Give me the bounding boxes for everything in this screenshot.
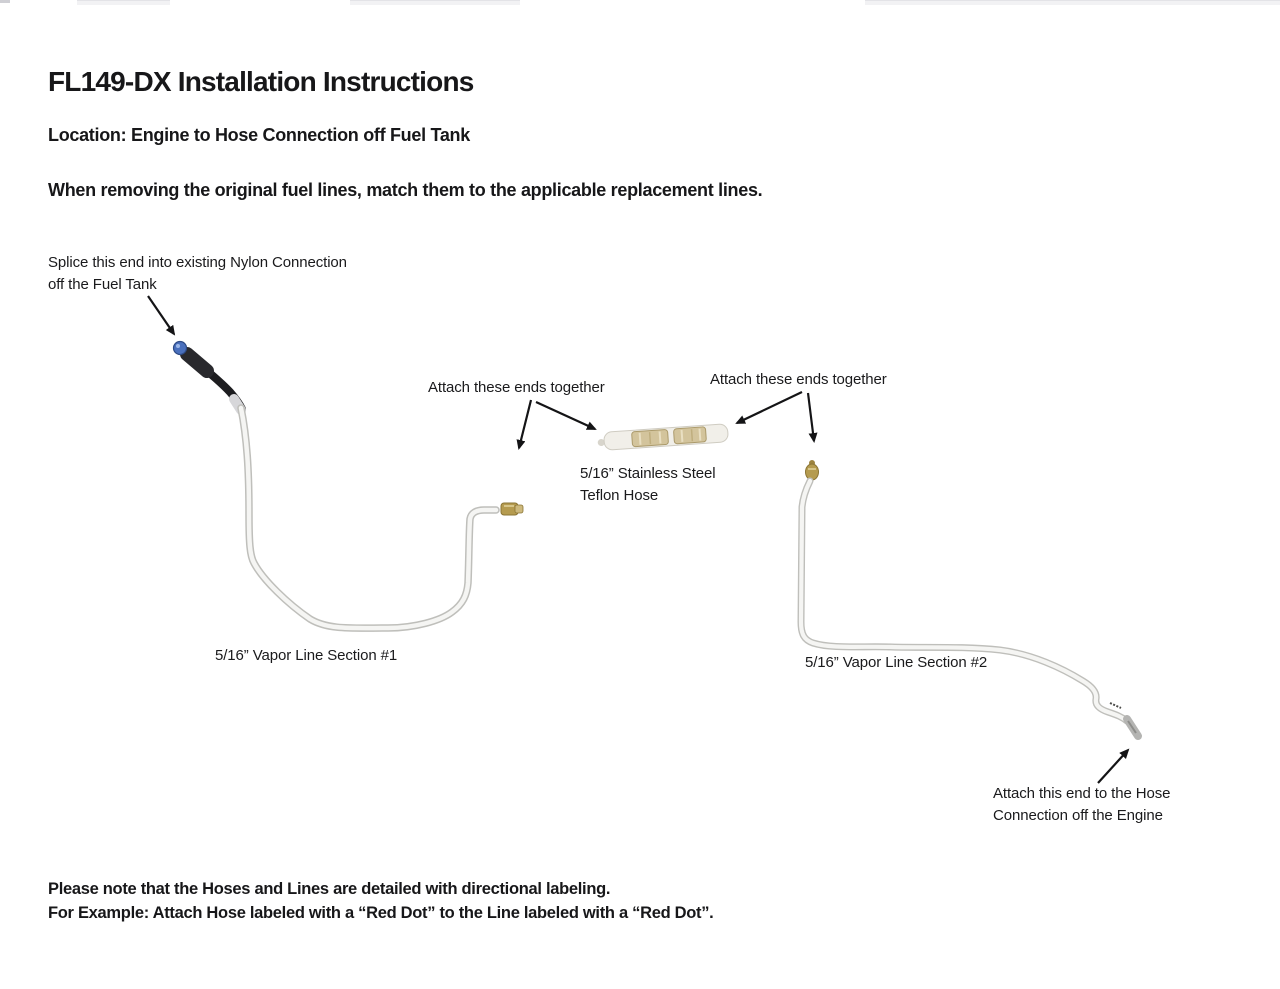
engine-note: Attach this end to the Hose Connection o… (993, 783, 1171, 827)
nylon-connector-blue-tip (172, 340, 188, 356)
vapor-line-1-tube (238, 405, 499, 631)
nylon-connector-glint (176, 344, 180, 348)
scan-artifact-bar (77, 0, 170, 5)
hose-clamp-collar (180, 347, 214, 378)
teflon-hose-left-nub (597, 439, 605, 447)
teflon-hose-label-line2: Teflon Hose (580, 487, 659, 504)
scan-artifact-bar (350, 0, 520, 5)
vapor-line-2-tube (798, 478, 1130, 724)
teflon-hose-label-line1: 5/16” Stainless Steel (580, 465, 716, 482)
attach-right-arrow-to-line2 (806, 392, 818, 443)
note-line1: Please note that the Hoses and Lines are… (48, 880, 611, 898)
annotation-arrows (147, 295, 1130, 784)
splice-note-arrow (147, 295, 176, 336)
brass-fitting-line2 (805, 460, 819, 481)
note-line2: For Example: Attach Hose labeled with a … (48, 903, 714, 922)
location-line: Location: Engine to Hose Connection off … (48, 125, 470, 145)
teflon-hose (597, 423, 729, 451)
vapor-line-1 (172, 340, 524, 632)
engine-note-line2: Connection off the Engine (993, 807, 1163, 824)
attach-note-right: Attach these ends together (710, 371, 887, 388)
page-title: FL149-DX Installation Instructions (48, 66, 474, 97)
splice-note-line2: off the Fuel Tank (48, 276, 157, 293)
braided-steel-sections (631, 426, 707, 448)
vapor-line-2-label: 5/16” Vapor Line Section #2 (805, 654, 988, 671)
attach-left-arrow-to-line1 (516, 399, 533, 450)
vapor-line-2-tube-outline (797, 477, 1131, 725)
scan-artifact-bar (0, 0, 10, 3)
teflon-hose-label: 5/16” Stainless Steel Teflon Hose (580, 463, 716, 507)
instruction-line: When removing the original fuel lines, m… (48, 180, 763, 200)
vapor-line-1-label: 5/16” Vapor Line Section #1 (215, 647, 398, 664)
engine-note-line1: Attach this end to the Hose (993, 785, 1171, 802)
splice-note: Splice this end into existing Nylon Conn… (48, 252, 347, 296)
splice-note-line1: Splice this end into existing Nylon Conn… (48, 254, 347, 271)
vapor-line-2 (797, 460, 1142, 740)
scan-artifact-bar (865, 0, 1280, 5)
attach-note-left: Attach these ends together (428, 379, 605, 396)
attach-left-arrow-to-hose (535, 400, 597, 431)
brass-fitting-line1 (500, 502, 524, 516)
directional-labeling-note: Please note that the Hoses and Lines are… (48, 878, 714, 925)
attach-right-arrow-to-hose (735, 391, 803, 424)
directional-label-marks (1109, 702, 1122, 709)
engine-note-arrow (1097, 748, 1130, 784)
engine-end-fitting (1109, 702, 1142, 740)
